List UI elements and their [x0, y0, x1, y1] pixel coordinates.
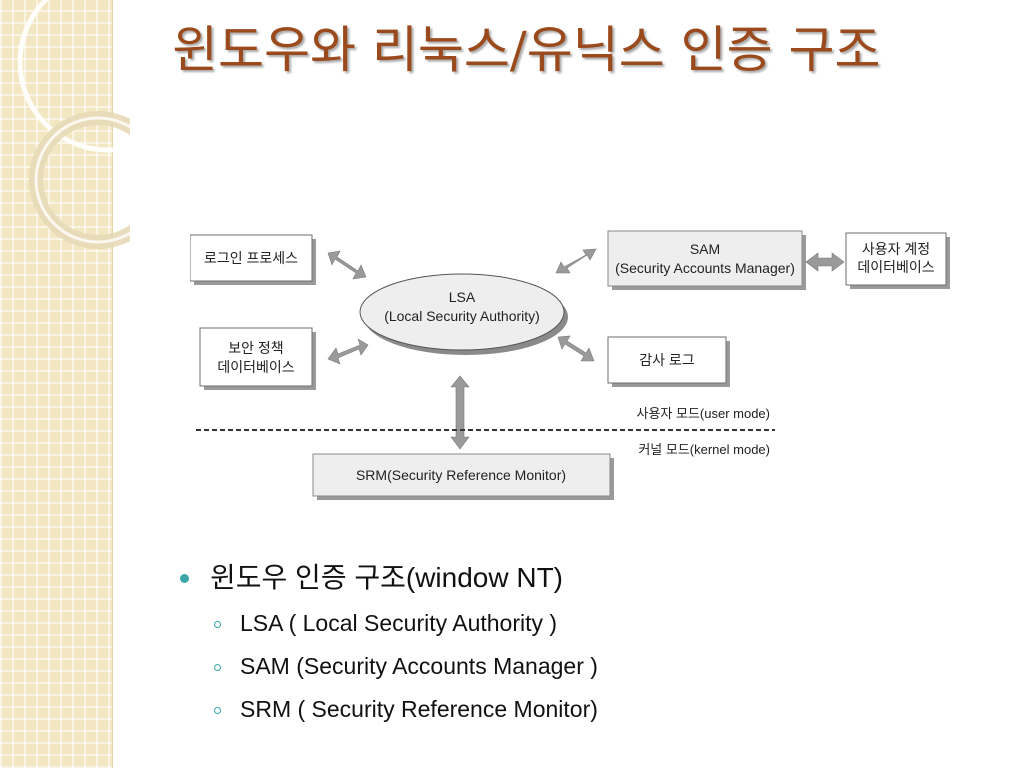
sub-bullet-srm: SRM ( Security Reference Monitor) — [178, 688, 998, 731]
decorative-circles — [17, 0, 130, 249]
lsa-ellipse: LSA (Local Security Authority) — [359, 273, 568, 355]
sam-full-label: (Security Accounts Manager) — [615, 260, 795, 276]
bullet-list: 윈도우 인증 구조(window NT) LSA ( Local Securit… — [178, 558, 998, 731]
sub-bullet-ring-icon — [214, 707, 221, 714]
audit-log-box: 감사 로그 — [607, 336, 730, 387]
user-mode-label: 사용자 모드(user mode) — [637, 406, 771, 421]
kernel-mode-label: 커널 모드(kernel mode) — [638, 442, 770, 457]
sub-bullet-ring-icon — [214, 621, 221, 628]
account-db-label-line1: 사용자 계정 — [862, 241, 930, 257]
policy-db-label-line1: 보안 정책 — [228, 340, 283, 356]
sam-label: SAM — [690, 241, 720, 257]
slide-title: 윈도우와 리눅스/유닉스 인증 구조 — [172, 21, 881, 79]
srm-box: SRM(Security Reference Monitor) — [312, 453, 614, 500]
sam-box: SAM (Security Accounts Manager) — [607, 230, 806, 290]
arrow-lsa-sam — [555, 248, 597, 274]
lsa-full-label: (Local Security Authority) — [384, 308, 540, 324]
policy-db-label-line2: 데이터베이스 — [217, 359, 294, 375]
bullet-dot-icon — [180, 574, 189, 583]
lsa-label: LSA — [449, 289, 476, 305]
arrow-sam-accountdb — [805, 252, 845, 272]
srm-label: SRM(Security Reference Monitor) — [356, 467, 566, 483]
security-policy-db-box: 보안 정책 데이터베이스 — [199, 327, 316, 390]
login-process-box: 로그인 프로세스 — [190, 234, 316, 285]
arrow-lsa-audit — [557, 335, 595, 362]
audit-log-label: 감사 로그 — [639, 352, 695, 368]
authentication-structure-diagram: 로그인 프로세스 보안 정책 데이터베이스 LSA (Local Securit… — [190, 230, 950, 500]
account-db-label-line2: 데이터베이스 — [857, 259, 934, 275]
arrow-lsa-srm — [450, 375, 470, 450]
sub-bullet-text: SAM (Security Accounts Manager ) — [240, 653, 598, 679]
sub-bullet-text: LSA ( Local Security Authority ) — [240, 610, 558, 636]
bullet-main-item: 윈도우 인증 구조(window NT) — [178, 558, 998, 598]
arrow-login-lsa — [327, 250, 367, 280]
sub-bullet-sam: SAM (Security Accounts Manager ) — [178, 645, 998, 688]
sub-bullet-lsa: LSA ( Local Security Authority ) — [178, 602, 998, 645]
sub-bullet-ring-icon — [214, 664, 221, 671]
arrow-policy-lsa — [327, 338, 369, 365]
sub-bullet-list: LSA ( Local Security Authority ) SAM (Se… — [178, 602, 998, 731]
user-account-db-box: 사용자 계정 데이터베이스 — [845, 232, 950, 289]
sub-bullet-text: SRM ( Security Reference Monitor) — [240, 696, 598, 722]
bullet-main-text: 윈도우 인증 구조(window NT) — [210, 562, 564, 593]
login-process-label: 로그인 프로세스 — [204, 250, 298, 266]
